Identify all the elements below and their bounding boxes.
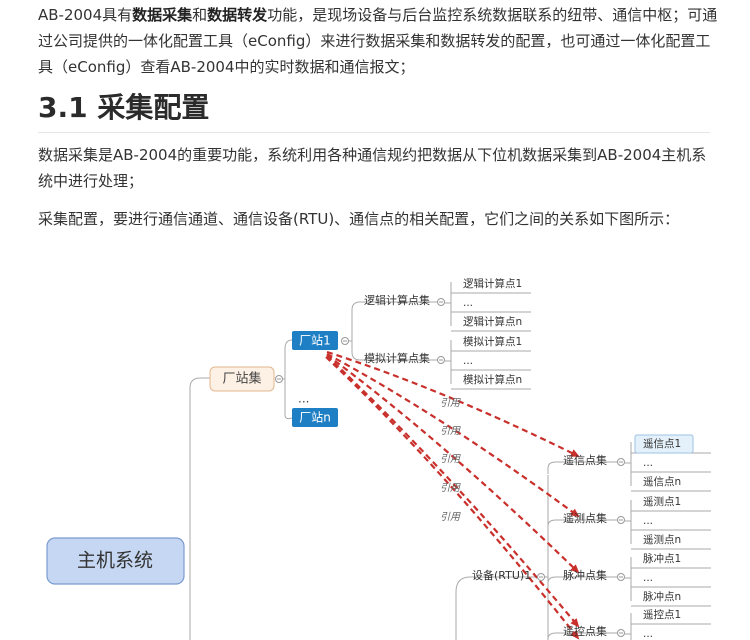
sim-set-label: 模拟计算点集 <box>364 351 430 365</box>
logic-item-1: 逻辑计算点1 <box>463 277 522 290</box>
intro-text-2: 和 <box>192 6 208 24</box>
station-set-label: 厂站集 <box>222 371 261 387</box>
heading-divider <box>38 132 710 133</box>
reference-arrow-2 <box>326 353 580 518</box>
root-node <box>46 537 185 585</box>
section-heading: 3.1 采集配置 <box>38 91 210 124</box>
station-n-label: 厂站n <box>299 411 331 425</box>
reference-label-5: 引用 <box>440 511 461 523</box>
comm-item-1-box <box>634 434 694 454</box>
meas-item-3: 遥测点n <box>643 533 681 546</box>
ctrl-item-1: 遥控点1 <box>643 608 681 621</box>
intro-text-3: 功能，是现场设备与后台监控系统数据联系的纽带、通信中枢；可通过公司提供的一体化配… <box>38 6 718 76</box>
reference-label-1: 引用 <box>440 397 461 409</box>
comm-item-3: 遥信点n <box>643 475 681 488</box>
reference-label-4: 引用 <box>440 482 461 494</box>
intro-bold-data-forwarding: 数据转发 <box>207 6 268 24</box>
reference-arrow-5 <box>325 356 580 640</box>
station-n-node <box>292 408 338 427</box>
station-ellipsis: ... <box>298 392 309 406</box>
reference-arrow-4 <box>326 355 580 628</box>
pulse-item-1: 脉冲点1 <box>643 552 681 565</box>
logic-item-3: 逻辑计算点n <box>463 315 522 328</box>
comm-item-2: ... <box>643 457 653 469</box>
root-node-label: 主机系统 <box>77 550 153 572</box>
device-label: 设备(RTU)1 <box>472 568 531 582</box>
ctrl-set-label: 遥控点集 <box>563 624 607 638</box>
station-1-label: 厂站1 <box>299 334 331 348</box>
collection-paragraph: 数据采集是AB-2004的重要功能，系统利用各种通信规约把数据从下位机数据采集到… <box>38 146 707 190</box>
reference-label-3: 引用 <box>440 453 461 465</box>
meas-set-label: 遥测点集 <box>563 511 607 525</box>
station-1-node <box>292 331 338 350</box>
intro-bold-data-collection: 数据采集 <box>132 6 193 24</box>
sim-item-1: 模拟计算点1 <box>463 335 522 348</box>
logic-item-2: ... <box>463 297 473 309</box>
reference-arrow-1 <box>326 350 580 457</box>
reference-label-2: 引用 <box>440 425 461 437</box>
pulse-item-3: 脉冲点n <box>643 590 681 603</box>
reference-arrow-3 <box>326 354 580 574</box>
comm-set-label: 遥信点集 <box>563 453 607 467</box>
meas-item-2: ... <box>643 515 653 527</box>
ctrl-item-2: ... <box>643 628 653 640</box>
comm-item-1: 遥信点1 <box>643 437 681 450</box>
intro-text-1: AB-2004具有 <box>38 6 133 24</box>
station-set-node <box>209 366 275 392</box>
intro-paragraph: AB-2004具有数据采集和数据转发功能，是现场设备与后台监控系统数据联系的纽带… <box>38 2 718 80</box>
pulse-set-label: 脉冲点集 <box>563 568 607 582</box>
pulse-item-2: ... <box>643 572 653 584</box>
sim-item-3: 模拟计算点n <box>463 373 522 386</box>
meas-item-1: 遥测点1 <box>643 495 681 508</box>
config-paragraph: 采集配置，要进行通信通道、通信设备(RTU)、通信点的相关配置，它们之间的关系如… <box>38 210 680 228</box>
sim-item-2: ... <box>463 355 473 367</box>
logic-set-label: 逻辑计算点集 <box>364 293 430 307</box>
